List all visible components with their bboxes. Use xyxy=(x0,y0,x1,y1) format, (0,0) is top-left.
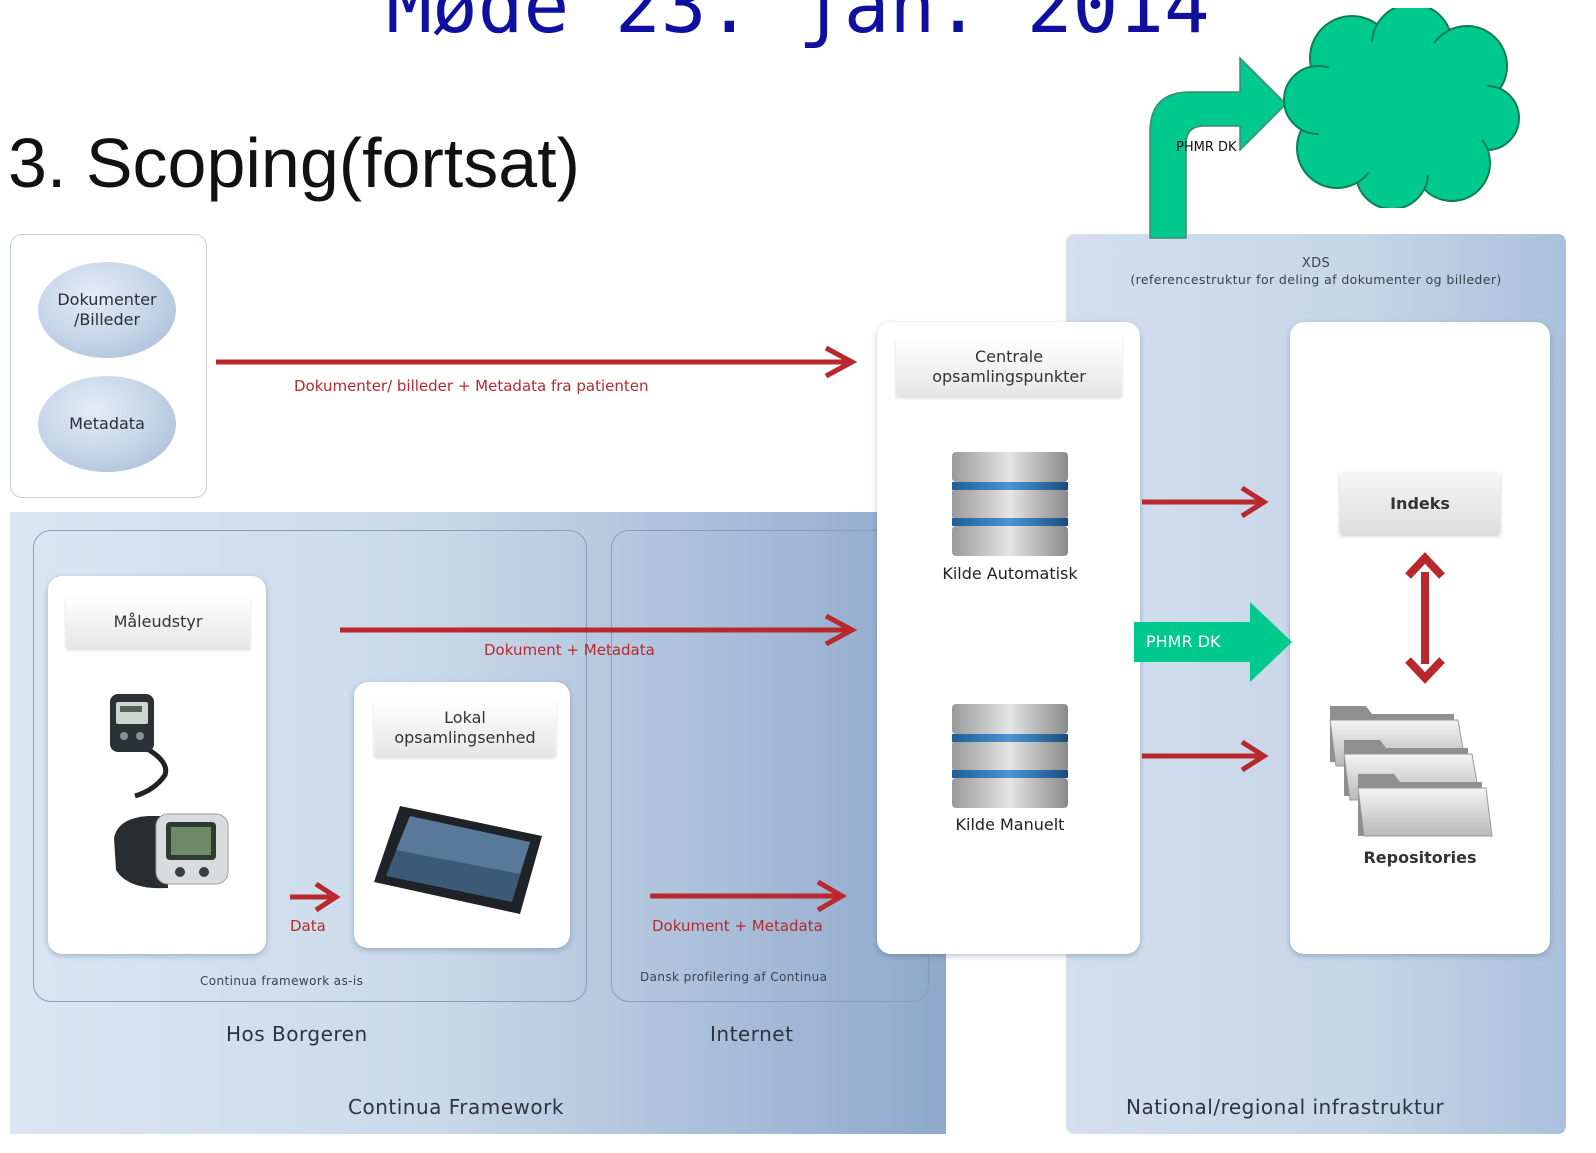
xds-subtitle: (referencestruktur for deling af dokumen… xyxy=(1130,272,1502,287)
blood-pressure-monitor-icon xyxy=(114,813,229,889)
data-arrow-label: Data xyxy=(290,917,326,935)
phmr-badge-arrow xyxy=(1134,602,1292,682)
region-citizen-label: Hos Borgeren xyxy=(226,1022,368,1046)
phmr-badge-label: PHMR DK xyxy=(1146,632,1221,651)
tablet-icon xyxy=(374,806,542,914)
repositories-folders-icon xyxy=(1329,706,1493,837)
mid-arrow-label: Dokument + Metadata xyxy=(484,641,655,659)
index-box: Indeks xyxy=(1340,472,1500,534)
top-arrow-label: Dokumenter/ billeder + Metadata fra pati… xyxy=(294,377,649,395)
slide-subtitle: 3. Scoping(fortsat) xyxy=(8,124,580,202)
database-manual-label: Kilde Manuelt xyxy=(955,815,1065,834)
ellipse-metadata: Metadata xyxy=(38,376,176,472)
device-card-header: Måleudstyr xyxy=(66,596,250,648)
local-collector-header: Lokal opsamlingsenhed xyxy=(374,700,556,756)
national-infrastructure-label: National/regional infrastruktur xyxy=(1126,1095,1445,1119)
xds-title: XDS xyxy=(1301,256,1331,271)
repositories-label: Repositories xyxy=(1363,848,1477,867)
xds-card xyxy=(1290,322,1550,954)
database-manual-icon xyxy=(952,704,1068,808)
index-label: Indeks xyxy=(1390,493,1450,513)
central-card-header: Centrale opsamlingspunkter xyxy=(896,338,1122,396)
continua-as-is-caption: Continua framework as-is xyxy=(200,974,364,988)
cloud-icon xyxy=(1283,8,1520,208)
double-arrow-icon xyxy=(1405,552,1445,684)
danish-profile-caption: Dansk profilering af Continua xyxy=(640,970,828,984)
page-title: Møde 23. jan. 2014 xyxy=(386,0,1210,50)
database-automatic-label: Kilde Automatisk xyxy=(942,564,1078,583)
phmr-bent-arrow-label: PHMR DK xyxy=(1176,140,1237,155)
region-internet-label: Internet xyxy=(710,1022,794,1046)
ellipse-documents: Dokumenter /Billeder xyxy=(38,262,176,358)
glucometer-icon xyxy=(110,694,169,799)
central-collection-card xyxy=(877,322,1140,954)
subpanel-as-is xyxy=(33,530,587,1002)
continua-framework-label: Continua Framework xyxy=(348,1095,564,1119)
database-automatic-icon xyxy=(952,452,1068,556)
internet-arrow-label: Dokument + Metadata xyxy=(652,917,823,935)
